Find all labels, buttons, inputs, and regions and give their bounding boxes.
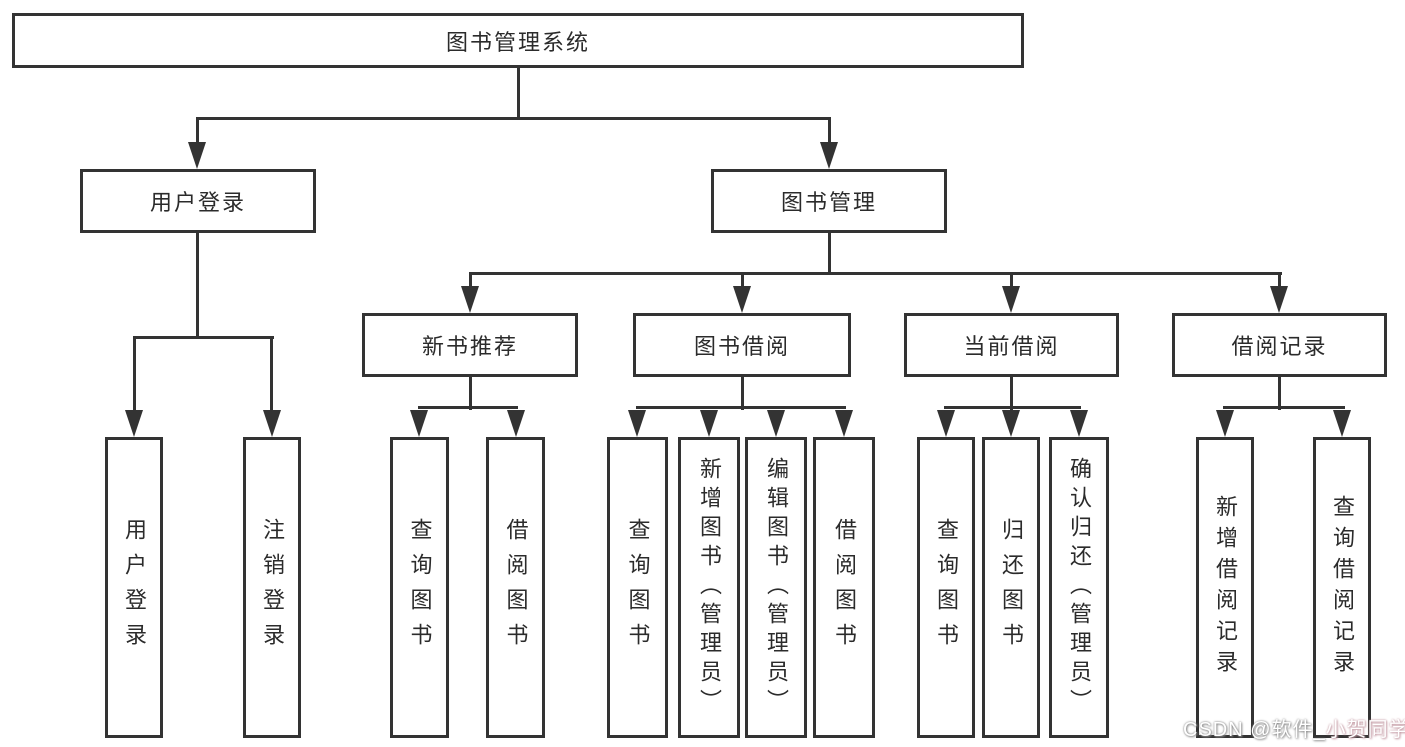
- arrow-down-icon: [628, 410, 646, 437]
- leaf-add-borrow-record: 新增借阅记录: [1196, 437, 1254, 738]
- arrow-down-icon: [263, 410, 281, 437]
- arrow-down-icon: [461, 286, 479, 313]
- leaf-label: 借阅图书: [832, 517, 857, 658]
- leaf-label: 注销登录: [260, 517, 285, 658]
- node-user-login: 用户登录: [80, 169, 316, 233]
- connector-line: [828, 233, 831, 275]
- node-borrow-records: 借阅记录: [1172, 313, 1387, 377]
- arrow-down-icon: [767, 410, 785, 437]
- arrow-down-icon: [700, 410, 718, 437]
- leaf-query-books-recommend: 查询图书: [390, 437, 449, 738]
- connector-line: [196, 233, 199, 339]
- watermark-suffix: 小贺同学: [1325, 719, 1405, 741]
- leaf-logout: 注销登录: [243, 437, 301, 738]
- connector-line: [133, 336, 136, 410]
- connector-line: [270, 336, 273, 410]
- connector-line: [828, 117, 831, 145]
- connector-line: [1278, 377, 1281, 410]
- node-root-label: 图书管理系统: [445, 29, 590, 55]
- connector-line: [469, 272, 1282, 275]
- node-label: 当前借阅: [963, 334, 1060, 359]
- node-book-borrow: 图书借阅: [633, 313, 851, 377]
- leaf-label: 归还图书: [999, 517, 1024, 658]
- leaf-label: 借阅图书: [503, 517, 529, 658]
- leaf-label: 查询图书: [407, 517, 433, 658]
- node-label: 借阅记录: [1231, 334, 1328, 359]
- leaf-add-book-admin: 新增图书（管理员）: [678, 437, 740, 738]
- connector-line: [1010, 377, 1013, 410]
- leaf-query-books-current: 查询图书: [917, 437, 975, 738]
- node-book-management: 图书管理: [711, 169, 947, 233]
- arrow-down-icon: [835, 410, 853, 437]
- connector-line: [741, 272, 744, 288]
- leaf-label: 查询图书: [934, 517, 959, 658]
- arrow-down-icon: [507, 410, 525, 437]
- node-label: 图书管理: [780, 190, 877, 215]
- connector-line: [944, 406, 1081, 409]
- arrow-down-icon: [1333, 410, 1351, 437]
- leaf-edit-book-admin: 编辑图书（管理员）: [745, 437, 807, 738]
- arrow-down-icon: [1216, 410, 1234, 437]
- node-current-borrow: 当前借阅: [904, 313, 1119, 377]
- connector-line: [741, 377, 744, 410]
- connector-line: [1223, 406, 1345, 409]
- arrow-down-icon: [1002, 286, 1020, 313]
- connector-line: [469, 377, 472, 410]
- leaf-label: 用户登录: [122, 517, 147, 658]
- connector-line: [1010, 272, 1013, 288]
- leaf-borrow-books: 借阅图书: [813, 437, 875, 738]
- csdn-watermark: CSDN @软件_小贺同学: [1183, 713, 1405, 742]
- node-label: 图书借阅: [693, 334, 790, 359]
- connector-line: [1278, 272, 1281, 288]
- node-label: 新书推荐: [421, 334, 518, 359]
- leaf-return-book: 归还图书: [982, 437, 1040, 738]
- arrow-down-icon: [1270, 286, 1288, 313]
- arrow-down-icon: [1002, 410, 1020, 437]
- leaf-query-borrow-record: 查询借阅记录: [1313, 437, 1371, 738]
- watermark-prefix: CSDN @软件_: [1183, 719, 1326, 741]
- connector-line: [418, 406, 518, 409]
- connector-line: [636, 406, 846, 409]
- connector-line: [196, 117, 831, 120]
- leaf-confirm-return-admin: 确认归还（管理员）: [1049, 437, 1109, 738]
- arrow-down-icon: [125, 410, 143, 437]
- leaf-user-login: 用户登录: [105, 437, 163, 738]
- connector-line: [133, 336, 274, 339]
- leaf-label: 新增借阅记录: [1213, 494, 1238, 681]
- arrow-down-icon: [937, 410, 955, 437]
- leaf-label: 查询图书: [625, 517, 651, 658]
- node-label: 用户登录: [149, 190, 246, 215]
- leaf-label: 编辑图书（管理员）: [764, 457, 789, 718]
- node-root: 图书管理系统: [12, 13, 1024, 68]
- leaf-label: 查询借阅记录: [1330, 494, 1355, 681]
- arrow-down-icon: [733, 286, 751, 313]
- leaf-borrow-books-recommend: 借阅图书: [486, 437, 545, 738]
- connector-line: [196, 117, 199, 145]
- arrow-down-icon: [188, 142, 206, 169]
- arrow-down-icon: [410, 410, 428, 437]
- connector-line: [517, 68, 520, 120]
- leaf-label: 新增图书（管理员）: [697, 457, 722, 718]
- node-new-book-recommend: 新书推荐: [362, 313, 578, 377]
- leaf-label: 确认归还（管理员）: [1067, 457, 1092, 718]
- connector-line: [469, 272, 472, 288]
- arrow-down-icon: [1070, 410, 1088, 437]
- arrow-down-icon: [820, 142, 838, 169]
- leaf-query-books-borrow: 查询图书: [607, 437, 668, 738]
